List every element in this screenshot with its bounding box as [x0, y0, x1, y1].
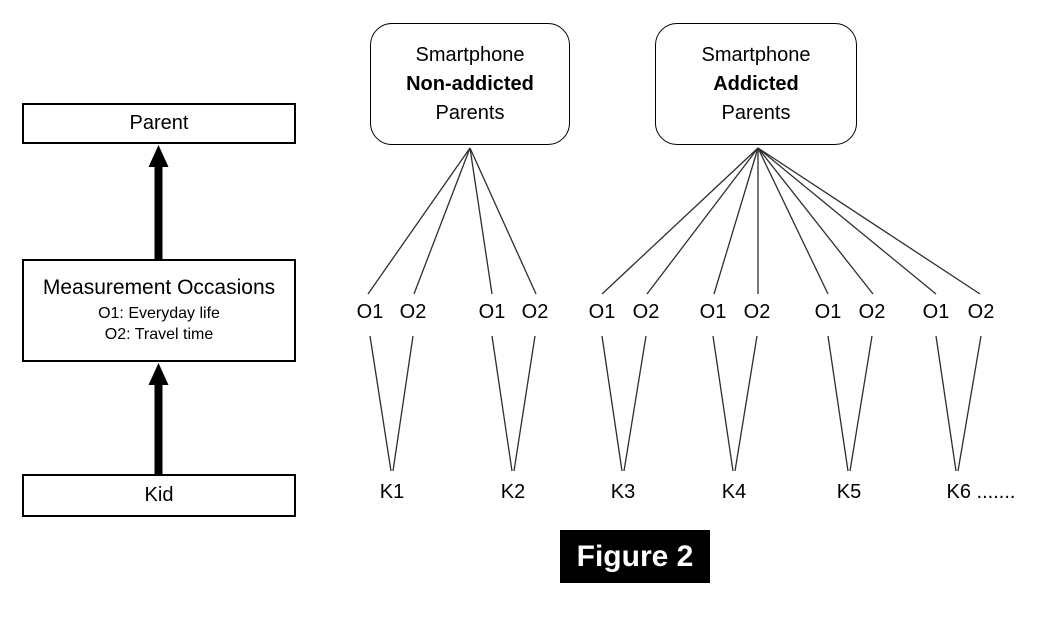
occasion-label: O2	[743, 301, 771, 323]
fan-addicted-to-occasions	[601, 147, 981, 295]
figure-caption-label: Figure 2	[576, 539, 694, 573]
occasion-label: O1	[922, 301, 950, 323]
group-line-emphasis: Non-addicted	[406, 72, 534, 95]
measurement-occasions-box: Measurement Occasions O1: Everyday life …	[22, 259, 296, 362]
occasion-label: O2	[632, 301, 660, 323]
occasion1-definition: O1: Everyday life	[98, 305, 220, 322]
occasion-label: O2	[399, 301, 427, 323]
kid-label-k6: K6 .......	[946, 481, 1016, 503]
kid-label-k3: K3	[610, 481, 636, 503]
group-box-non-addicted-parents: Smartphone Non-addicted Parents	[370, 23, 570, 145]
kid-label-k2: K2	[500, 481, 526, 503]
figure-caption-badge: Figure 2	[560, 530, 710, 583]
measurement-box-title: Measurement Occasions	[42, 276, 276, 299]
occasion2-definition: O2: Travel time	[104, 326, 214, 343]
parent-box: Parent	[22, 103, 296, 144]
group-line: Smartphone	[415, 43, 525, 66]
kid-label-k4: K4	[721, 481, 747, 503]
occasions-to-kids-lines	[369, 335, 982, 472]
occasion-label: O1	[699, 301, 727, 323]
fan-non-addicted-to-occasions	[367, 147, 537, 295]
group-line: Parents	[435, 101, 505, 124]
group-line: Smartphone	[701, 43, 811, 66]
kid-box: Kid	[22, 474, 296, 517]
occasion-label: O1	[356, 301, 384, 323]
arrow-measurement-to-parent	[148, 145, 169, 259]
occasion-label: O1	[478, 301, 506, 323]
parent-box-label: Parent	[129, 112, 189, 134]
occasion-label: O1	[814, 301, 842, 323]
occasion-label: O2	[967, 301, 995, 323]
occasion-label: O2	[858, 301, 886, 323]
occasion-label: O2	[521, 301, 549, 323]
kid-label-k1: K1	[379, 481, 405, 503]
kid-label-k5: K5	[836, 481, 862, 503]
group-line-emphasis: Addicted	[713, 72, 799, 95]
kid-box-label: Kid	[144, 484, 174, 506]
occasion-label: O1	[588, 301, 616, 323]
arrow-kid-to-measurement	[148, 363, 169, 474]
group-line: Parents	[721, 101, 791, 124]
group-box-addicted-parents: Smartphone Addicted Parents	[655, 23, 857, 145]
